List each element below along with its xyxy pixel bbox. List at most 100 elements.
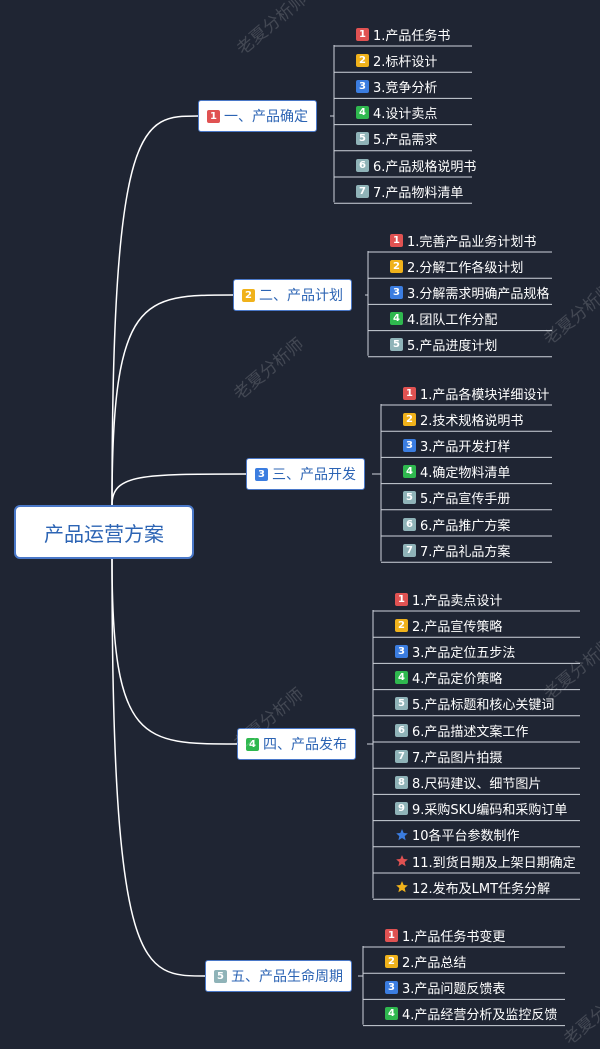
leaf-node[interactable]: 7 7.产品物料清单 [356,181,463,201]
priority-badge-icon: 3 [395,644,408,658]
priority-badge-icon: 7 [356,184,369,198]
priority-badge-icon: 1 [207,109,220,123]
priority-badge-icon: 3 [356,79,369,93]
leaf-label: 4.产品经营分析及监控反馈 [402,1008,558,1024]
priority-badge-icon: 1 [390,233,403,247]
leaf-node[interactable]: 1 1.产品各模块详细设计 [403,383,549,403]
leaf-label: 6.产品推广方案 [420,518,511,534]
priority-badge-icon: 1 [403,386,416,400]
priority-badge-icon: 4 [395,671,408,685]
leaf-node[interactable]: 12.发布及LMT任务分解 [395,877,550,897]
child-bracket [372,404,382,562]
priority-badge-icon: 8 [395,775,408,789]
leaf-label: 1.产品各模块详细设计 [420,387,550,403]
leaf-label: 8.尺码建议、细节图片 [412,776,542,792]
leaf-label: 2.分解工作各级计划 [407,260,524,276]
leaf-label: 10各平台参数制作 [412,829,520,845]
priority-badge-icon: 4 [390,312,403,326]
priority-badge-icon: 2 [385,954,398,968]
leaf-label: 5.产品标题和核心关键词 [412,698,555,714]
leaf-node[interactable]: 1 1.完善产品业务计划书 [390,230,536,250]
leaf-node[interactable]: 8 8.尺码建议、细节图片 [395,772,541,792]
leaf-label: 5.产品宣传手册 [420,492,511,508]
leaf-label: 3.竞争分析 [373,80,438,96]
leaf-node[interactable]: 11.到货日期及上架日期确定 [395,851,576,871]
leaf-label: 2.产品宣传策略 [412,619,503,635]
child-bracket [365,251,369,356]
leaf-label: 7.产品物料清单 [373,185,464,201]
priority-badge-icon: 1 [385,928,398,942]
priority-badge-icon: 5 [214,969,227,983]
leaf-label: 4.团队工作分配 [407,313,498,329]
branch-label: 四、产品发布 [263,737,347,753]
leaf-label: 1.完善产品业务计划书 [407,234,537,250]
leaf-node[interactable]: 4 4.团队工作分配 [390,309,497,329]
leaf-node[interactable]: 4 4.产品经营分析及监控反馈 [385,1004,557,1024]
branch-label: 二、产品计划 [259,288,343,304]
priority-badge-icon: 7 [403,543,416,557]
leaf-node[interactable]: 7 7.产品礼品方案 [403,540,510,560]
branch-connector [111,473,247,506]
leaf-node[interactable]: 5 5.产品宣传手册 [403,488,510,508]
leaf-node[interactable]: 10各平台参数制作 [395,825,520,845]
mindmap-connectors [111,45,580,1027]
branch-node[interactable]: 5 五、产品生命周期 [205,960,352,992]
branch-links [111,115,247,977]
priority-badge-icon: 2 [356,53,369,67]
branch-node[interactable]: 4 四、产品发布 [237,728,356,760]
root-node[interactable]: 产品运营方案 [14,505,194,559]
leaf-node[interactable]: 2 2.分解工作各级计划 [390,256,523,276]
leaf-label: 1.产品任务书 [373,28,451,44]
leaf-label: 9.采购SKU编码和采购订单 [412,803,568,819]
priority-badge-icon: 5 [390,338,403,352]
priority-badge-icon: 2 [395,618,408,632]
leaf-node[interactable]: 2 2.标杆设计 [356,50,437,70]
leaf-label: 2.标杆设计 [373,54,438,70]
star-blue-icon [396,828,408,840]
priority-badge-icon: 2 [390,259,403,273]
branch-label: 一、产品确定 [224,109,308,125]
priority-badge-icon: 5 [395,697,408,711]
leaf-node[interactable]: 2 2.产品宣传策略 [395,615,502,635]
branch-label: 三、产品开发 [272,467,356,483]
branch-connector [111,294,234,506]
branch-connector [111,558,206,977]
leaf-label: 1.产品卖点设计 [412,593,503,609]
priority-badge-icon: 4 [385,1007,398,1021]
priority-badge-icon: 4 [246,737,259,751]
leaf-label: 11.到货日期及上架日期确定 [412,855,576,871]
leaf-label: 7.产品礼品方案 [420,544,511,560]
leaf-label: 6.产品规格说明书 [373,159,477,175]
leaf-label: 3.产品开发打样 [420,439,511,455]
child-bracket [358,946,364,1025]
leaf-node[interactable]: 1 1.产品任务书变更 [385,925,505,945]
leaf-label: 12.发布及LMT任务分解 [412,881,551,897]
branch-node[interactable]: 1 一、产品确定 [198,100,317,132]
branch-label: 五、产品生命周期 [231,969,343,985]
leaf-label: 1.产品任务书变更 [402,929,506,945]
priority-badge-icon: 5 [403,491,416,505]
leaf-node[interactable]: 5 5.产品标题和核心关键词 [395,694,554,714]
leaf-node[interactable]: 3 3.竞争分析 [356,76,437,96]
leaf-label: 2.技术规格说明书 [420,413,524,429]
